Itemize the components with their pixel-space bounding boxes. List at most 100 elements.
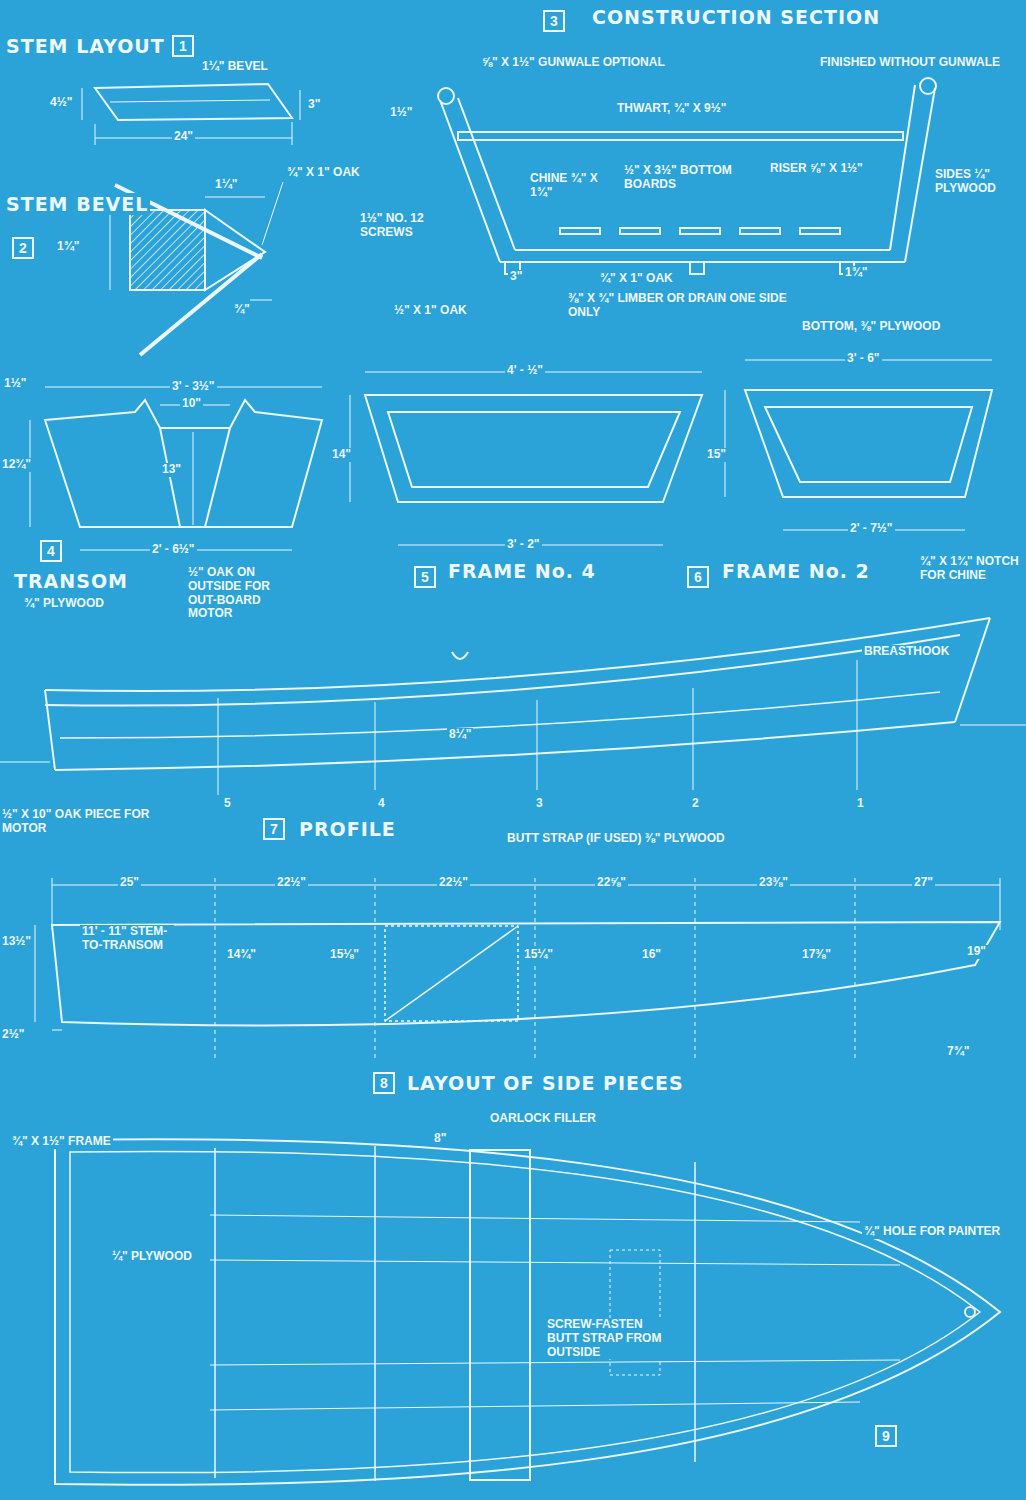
dimension-label: BREASTHOOK bbox=[862, 645, 951, 659]
dimension-label: 4 bbox=[376, 797, 387, 811]
frame-2-line bbox=[725, 390, 726, 497]
construction-section-line bbox=[740, 228, 780, 234]
side-piece-layout-line bbox=[35, 925, 36, 1022]
callout-box: 7 bbox=[263, 818, 285, 840]
side-piece-layout-line bbox=[535, 878, 536, 1060]
frame-2 bbox=[725, 360, 992, 530]
dimension-label: RISER ⅝" X 1½" bbox=[768, 162, 865, 176]
callout-box: 4 bbox=[40, 540, 62, 562]
dimension-label: 3' - 6" bbox=[845, 352, 882, 366]
dimension-label: 22½" bbox=[437, 876, 470, 890]
stem-layout-line bbox=[292, 122, 293, 145]
dimension-label: ½" X 3½" BOTTOM BOARDS bbox=[622, 164, 736, 192]
dimension-label: 15¼" bbox=[522, 948, 555, 962]
construction-section-line bbox=[515, 249, 890, 251]
side-piece-layout-line bbox=[215, 878, 216, 1060]
dimension-label: 1 bbox=[855, 797, 866, 811]
dimension-label: 4' - ½" bbox=[505, 364, 545, 378]
frame-4-line bbox=[388, 412, 680, 487]
callout-box: 8 bbox=[373, 1072, 395, 1094]
construction-section bbox=[438, 78, 936, 274]
dimension-label: 12¾" bbox=[0, 458, 33, 472]
dimension-label: 2½" bbox=[0, 1028, 26, 1042]
dimension-label: ¾" X 1" OAK bbox=[598, 272, 675, 286]
construction-section-line bbox=[690, 262, 704, 274]
stem-layout-line bbox=[95, 124, 96, 145]
section-heading: STEM LAYOUT bbox=[4, 35, 167, 57]
dimension-label: ¾" X 1¾" NOTCH FOR CHINE bbox=[918, 555, 1022, 583]
dimension-label: THWART, ¾" X 9½" bbox=[615, 102, 728, 116]
plan-view-line bbox=[55, 1139, 1000, 1485]
dimension-label: ¾" X 1" OAK bbox=[285, 166, 362, 180]
section-heading: FRAME No. 4 bbox=[446, 560, 598, 582]
dimension-label: 1¼" bbox=[213, 178, 239, 192]
profile-line bbox=[537, 700, 538, 790]
dimension-label: 23⅜" bbox=[757, 876, 790, 890]
callout-box: 5 bbox=[414, 566, 436, 588]
dimension-label: 22½" bbox=[275, 876, 308, 890]
plan-view-line bbox=[210, 1215, 860, 1222]
dimension-label: 27" bbox=[912, 876, 935, 890]
section-heading: TRANSOM bbox=[12, 570, 130, 592]
profile-line bbox=[452, 652, 468, 659]
callout-number: 3 bbox=[550, 13, 558, 29]
dimension-label: FINISHED WITHOUT GUNWALE bbox=[818, 56, 1002, 70]
stem-bevel-line bbox=[205, 197, 265, 198]
plan-view-line bbox=[210, 1402, 860, 1410]
transom-line bbox=[160, 428, 180, 527]
profile-line bbox=[0, 762, 50, 763]
dimension-label: 2' - 6½" bbox=[150, 543, 197, 557]
callout-box: 3 bbox=[543, 10, 565, 32]
side-piece-layout-line bbox=[52, 1030, 62, 1031]
dimension-label: BOTTOM, ⅜" PLYWOOD bbox=[800, 320, 942, 334]
dimension-label: 13½" bbox=[0, 935, 33, 949]
dimension-label: SCREW-FASTEN BUTT STRAP FROM OUTSIDE bbox=[545, 1318, 669, 1359]
dimension-label: ⅜" X ¾" LIMBER OR DRAIN ONE SIDE ONLY bbox=[566, 292, 790, 320]
callout-box: 6 bbox=[687, 566, 709, 588]
callout-number: 1 bbox=[179, 38, 187, 54]
side-piece-layout-line bbox=[855, 878, 856, 1060]
callout-box: 1 bbox=[172, 35, 194, 57]
profile-line bbox=[60, 692, 940, 738]
profile bbox=[0, 618, 1026, 795]
stem-bevel-line bbox=[110, 210, 111, 290]
dimension-label: ¾" X 1½" FRAME bbox=[10, 1135, 113, 1149]
plan-view-line bbox=[470, 1150, 530, 1480]
construction-section-line bbox=[800, 228, 840, 234]
plan-view bbox=[55, 1139, 1000, 1485]
stem-layout bbox=[82, 84, 300, 145]
profile-line bbox=[960, 725, 1026, 726]
dimension-label: 16" bbox=[640, 948, 663, 962]
profile-line bbox=[55, 722, 955, 770]
profile-line bbox=[375, 702, 376, 790]
profile-line bbox=[45, 635, 960, 706]
construction-section-line bbox=[905, 88, 935, 262]
frame-2-line bbox=[765, 407, 972, 482]
dimension-label: 1½" NO. 12 SCREWS bbox=[358, 212, 472, 240]
stem-bevel-line bbox=[262, 182, 283, 245]
dimension-label: ⅝" X 1½" GUNWALE OPTIONAL bbox=[480, 56, 667, 70]
dimension-label: OARLOCK FILLER bbox=[488, 1112, 598, 1126]
frame-4-line bbox=[365, 395, 702, 502]
dimension-label: ¾" HOLE FOR PAINTER bbox=[862, 1225, 1002, 1239]
side-piece-layout-line bbox=[695, 878, 696, 1060]
section-heading: CONSTRUCTION SECTION bbox=[590, 6, 882, 28]
plan-view-line bbox=[374, 1146, 376, 1481]
dimension-label: ½" X 1" OAK bbox=[392, 304, 469, 318]
dimension-label: 2 bbox=[690, 797, 701, 811]
stem-bevel-line bbox=[250, 300, 272, 301]
section-heading: PROFILE bbox=[297, 818, 398, 840]
plan-view-line bbox=[694, 1162, 696, 1462]
dimension-label: 14" bbox=[330, 448, 353, 462]
dimension-label: ½" OAK ON OUTSIDE FOR OUT-BOARD MOTOR bbox=[186, 566, 300, 621]
stem-layout-line bbox=[82, 88, 83, 120]
dimension-label: 3 bbox=[534, 797, 545, 811]
profile-line bbox=[693, 688, 694, 790]
section-heading: LAYOUT OF SIDE PIECES bbox=[405, 1072, 686, 1094]
construction-section-line bbox=[920, 78, 936, 94]
side-piece-layout bbox=[35, 878, 1000, 1060]
dimension-label: SIDES ¼" PLYWOOD bbox=[933, 168, 1022, 196]
section-heading: STEM BEVEL bbox=[4, 193, 150, 215]
dimension-label: 15" bbox=[705, 448, 728, 462]
